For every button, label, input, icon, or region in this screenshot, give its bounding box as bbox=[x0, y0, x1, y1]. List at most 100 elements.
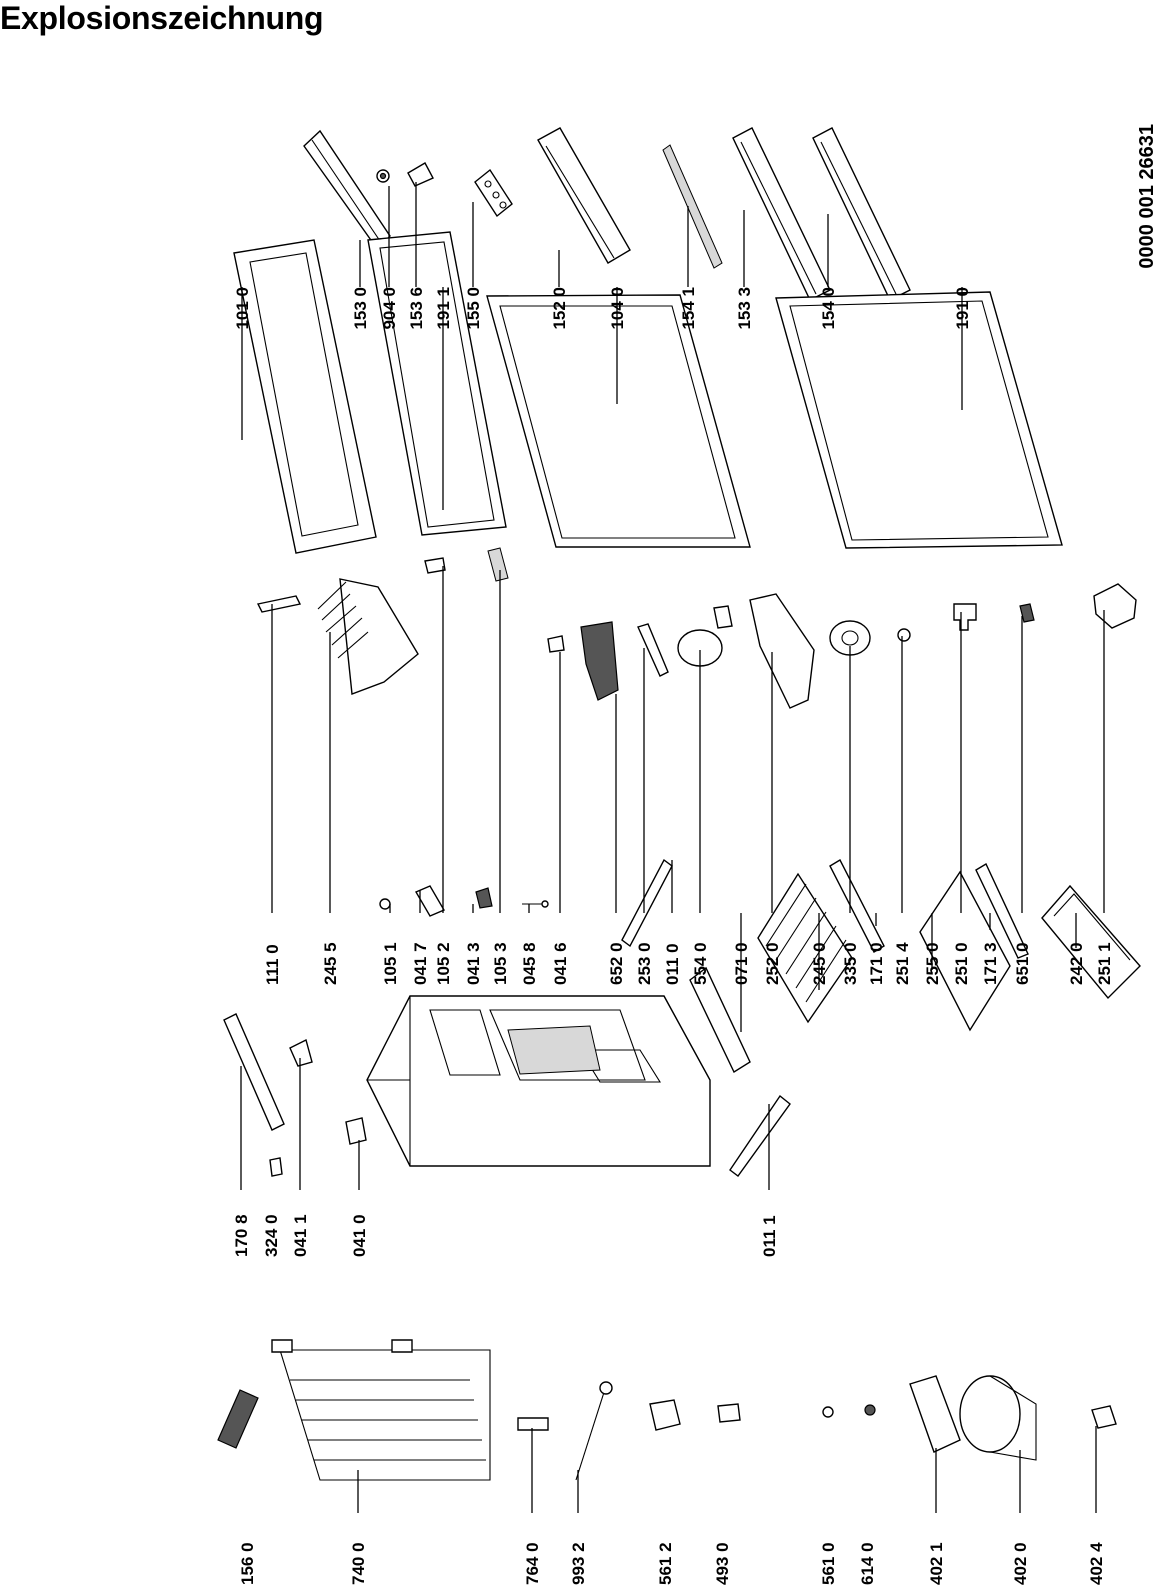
part-105-3 bbox=[487, 547, 509, 582]
part-label: 561 0 bbox=[819, 1542, 838, 1585]
part-651-0 bbox=[1019, 603, 1035, 623]
rail-011-0b bbox=[621, 858, 673, 948]
rail-011-1 bbox=[729, 1094, 791, 1177]
ice-tray-156-0 bbox=[217, 1389, 259, 1449]
door-101-0 bbox=[233, 239, 377, 554]
part-251-0 bbox=[953, 603, 977, 631]
part-253-0 bbox=[637, 623, 669, 677]
shelf-245-5 bbox=[317, 578, 419, 695]
egg-tray-155-0 bbox=[474, 168, 513, 218]
condenser-740-0 bbox=[271, 1339, 491, 1481]
part-label: 105 3 bbox=[491, 942, 510, 985]
part-041-3 bbox=[475, 887, 493, 909]
part-label: 153 6 bbox=[407, 287, 426, 330]
part-label: 105 1 bbox=[381, 942, 400, 985]
part-402-4 bbox=[1091, 1405, 1117, 1429]
leader-lines bbox=[240, 182, 1105, 1513]
part-label: 252 0 bbox=[763, 942, 782, 985]
part-251-4 bbox=[897, 628, 911, 642]
part-label: 764 0 bbox=[523, 1542, 542, 1585]
glass-shelf-255-0 bbox=[919, 870, 1011, 1032]
part-label: 152 0 bbox=[550, 287, 569, 330]
part-label: 111 0 bbox=[263, 944, 282, 985]
cabinet bbox=[366, 995, 711, 1167]
part-label: 651 0 bbox=[1013, 942, 1032, 985]
part-label: 561 2 bbox=[656, 1542, 675, 1585]
part-label: 493 0 bbox=[713, 1542, 732, 1585]
part-label: 251 4 bbox=[893, 942, 912, 985]
part-label: 071 0 bbox=[732, 942, 751, 985]
part-111-0 bbox=[256, 595, 302, 613]
part-label: 011 0 bbox=[663, 943, 682, 985]
part-label: 105 2 bbox=[434, 942, 453, 985]
part-041-6 bbox=[547, 635, 565, 653]
part-label: 155 0 bbox=[464, 287, 483, 330]
document-number: 0000 001 26631 bbox=[1136, 124, 1158, 269]
part-label: 156 0 bbox=[238, 1542, 257, 1585]
part-label: 191 1 bbox=[434, 287, 453, 330]
parts-drawings bbox=[217, 127, 1141, 1481]
part-label: 104 0 bbox=[608, 287, 627, 330]
gasket-191-0 bbox=[775, 291, 1063, 549]
part-label: 242 0 bbox=[1067, 942, 1086, 985]
screw-045-8 bbox=[522, 900, 549, 908]
part-label: 041 7 bbox=[411, 942, 430, 985]
part-label: 554 0 bbox=[691, 942, 710, 985]
part-label: 170 8 bbox=[232, 1214, 251, 1257]
part-label: 402 1 bbox=[927, 1542, 946, 1585]
door-tray-153-0 bbox=[303, 129, 391, 252]
part-label: 245 5 bbox=[321, 942, 340, 985]
part-label: 153 3 bbox=[735, 287, 754, 330]
part-label: 740 0 bbox=[349, 1542, 368, 1585]
part-labels: 101 0 153 0 904 0 153 6 191 1 155 0 152 … bbox=[232, 287, 1114, 1585]
part-561-2 bbox=[649, 1399, 681, 1431]
part-label: 251 1 bbox=[1095, 942, 1114, 985]
part-label: 255 0 bbox=[923, 942, 942, 985]
part-label: 041 6 bbox=[551, 942, 570, 985]
part-label: 904 0 bbox=[380, 287, 399, 330]
part-label: 041 1 bbox=[291, 1214, 310, 1257]
part-label: 324 0 bbox=[262, 1214, 281, 1257]
door-104-0 bbox=[486, 294, 751, 548]
tray-153-3 bbox=[732, 127, 831, 301]
part-label: 245 0 bbox=[810, 942, 829, 985]
part-label: 041 3 bbox=[464, 942, 483, 985]
part-label: 993 2 bbox=[569, 1542, 588, 1585]
part-label: 191 0 bbox=[953, 287, 972, 330]
hinge-041-1 bbox=[289, 1038, 313, 1067]
part-label: 251 0 bbox=[952, 942, 971, 985]
crisper-251-1 bbox=[1041, 884, 1141, 1000]
part-242-0 bbox=[1093, 583, 1137, 629]
part-label: 011 1 bbox=[760, 1215, 779, 1257]
filter-764-0 bbox=[517, 1417, 549, 1431]
cover-252-0 bbox=[749, 593, 815, 709]
strip-171-3 bbox=[975, 863, 1029, 959]
part-label: 041 0 bbox=[350, 1214, 369, 1257]
bar-154-1 bbox=[662, 144, 723, 269]
bottle-tray-152-0 bbox=[537, 127, 631, 264]
fan-011-0 bbox=[677, 605, 733, 667]
part-402-1 bbox=[909, 1375, 961, 1453]
part-561-0 bbox=[822, 1406, 834, 1418]
part-153-6 bbox=[407, 162, 434, 187]
part-label: 153 0 bbox=[351, 287, 370, 330]
part-label: 335 0 bbox=[841, 942, 860, 985]
part-493-0 bbox=[717, 1403, 741, 1423]
gasket-191-1 bbox=[367, 231, 507, 536]
thermostat-652-0 bbox=[580, 621, 619, 701]
part-label: 614 0 bbox=[858, 1542, 877, 1585]
part-label: 045 8 bbox=[520, 942, 539, 985]
part-label: 171 0 bbox=[867, 942, 886, 985]
strip-170-8 bbox=[223, 1013, 285, 1131]
part-label: 402 0 bbox=[1011, 1542, 1030, 1585]
part-label: 171 3 bbox=[981, 942, 1000, 985]
part-335-0 bbox=[829, 620, 871, 656]
rail-071-0 bbox=[689, 966, 751, 1074]
hinge-041-0 bbox=[345, 1117, 367, 1145]
part-label: 253 0 bbox=[635, 942, 654, 985]
part-105-1 bbox=[379, 898, 391, 910]
part-label: 402 4 bbox=[1087, 1542, 1106, 1585]
part-324-0 bbox=[269, 1157, 283, 1177]
part-label: 154 0 bbox=[819, 287, 838, 330]
